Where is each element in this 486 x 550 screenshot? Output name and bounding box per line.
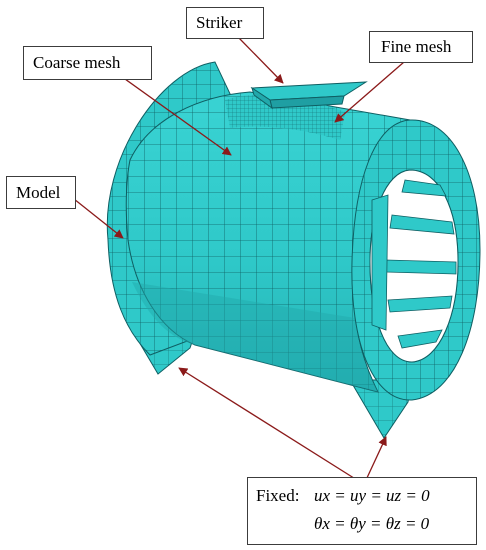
model-arrow (73, 198, 124, 239)
leader-arrows (73, 36, 405, 481)
boundary-condition-box: Fixed: ux = uy = uz = 0 θx = θy = θz = 0 (247, 477, 477, 545)
fixed-heading: Fixed: (256, 486, 300, 505)
coarse-mesh-label: Coarse mesh (23, 46, 152, 80)
inner-ribs (371, 179, 457, 349)
striker-arrow (237, 36, 284, 84)
translation-constraints: ux = uy = uz = 0 (314, 486, 430, 505)
striker-label: Striker (186, 7, 264, 39)
fine-mesh-arrow (334, 61, 405, 123)
fine-mesh-label: Fine mesh (369, 31, 473, 63)
model-label: Model (6, 176, 76, 209)
coarse-mesh-arrow (124, 78, 232, 156)
model-label-text: Model (16, 183, 61, 202)
fine-mesh-label-text: Fine mesh (381, 37, 452, 56)
rotation-constraints: θx = θy = θz = 0 (314, 514, 430, 533)
fixed-arrow-left (178, 367, 358, 481)
striker-plate (250, 81, 368, 110)
coarse-mesh-label-text: Coarse mesh (33, 53, 121, 72)
fixed-arrow-right (365, 436, 387, 481)
striker-label-text: Striker (196, 13, 243, 32)
